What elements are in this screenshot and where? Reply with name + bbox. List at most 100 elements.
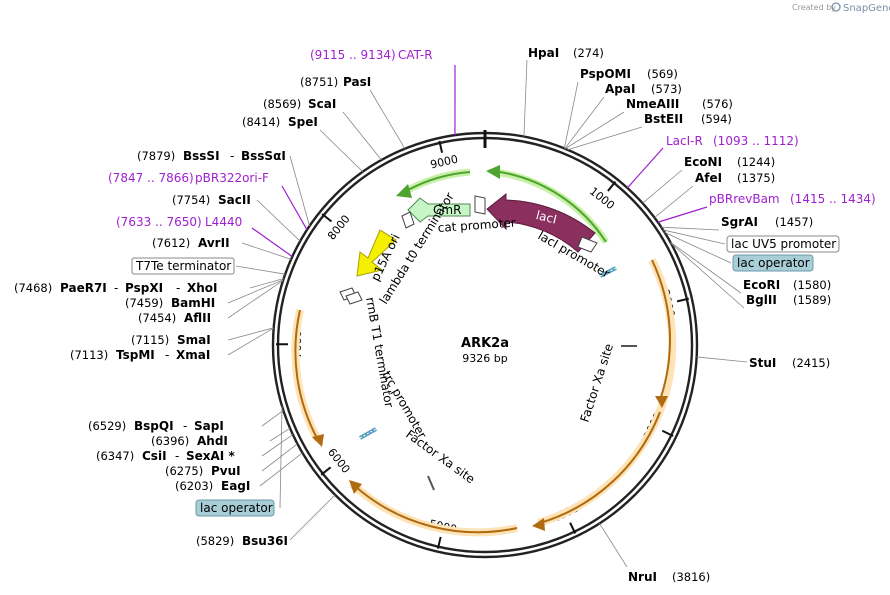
site-pspOMI: PspOMI [580, 67, 631, 81]
leader-line-20 [269, 427, 291, 442]
site-scaI: ScaI [308, 97, 336, 111]
site-ecoRI: EcoRI [743, 278, 780, 292]
factor-xa-left-mark [427, 475, 435, 491]
site-pasI: PasI [343, 75, 371, 89]
site-paeR7I-sep: - [114, 281, 118, 295]
site-bglII: BglII [746, 293, 777, 307]
orange-arc-left-arrow-icon [312, 434, 324, 447]
site-stuI-pos: (2415) [792, 356, 830, 370]
factor-xa-right-label: Factor Xa site [578, 342, 617, 424]
leader-line-12 [670, 241, 742, 294]
site-ecoNI-pos: (1244) [737, 155, 775, 169]
primer-catR-range: (9115 .. 9134) [310, 48, 396, 62]
site-sapI: SapI [194, 419, 224, 433]
lacI-label: lacI [535, 208, 559, 227]
site-ecoRI-pos: (1580) [793, 278, 831, 292]
site-pspOMI-pos: (569) [647, 67, 678, 81]
site-bssSI-pos: (7879) [137, 149, 175, 163]
site-smaI: SmaI [177, 333, 211, 347]
leader-line-5 [626, 147, 664, 189]
leader-line-17 [259, 452, 303, 487]
site-pvuI-pos: (6275) [165, 464, 203, 478]
site-tspMI-sep: - [165, 348, 169, 362]
site-apaI-pos: (573) [651, 82, 682, 96]
leader-line-31 [256, 199, 301, 242]
leader-line-14 [696, 356, 748, 363]
site-sgrAI-pos: (1457) [775, 215, 813, 229]
tick-mark-9000 [438, 140, 444, 153]
orange-arc-left [294, 309, 319, 441]
site-hpaI-pos: (274) [573, 46, 604, 60]
site-afeI: AfeI [695, 171, 722, 185]
site-leader-lines [227, 59, 748, 568]
site-avrII-pos: (7612) [152, 236, 190, 250]
site-stuI: StuI [749, 356, 776, 370]
orange-arc-right-arrow-icon [655, 396, 668, 408]
orange-arc-right-glow [536, 258, 677, 527]
leader-line-22 [279, 406, 283, 509]
leader-line-24 [227, 327, 274, 341]
leader-line-2 [564, 96, 605, 149]
site-tspMI: TspMI [116, 348, 155, 362]
site-sacII: SacII [218, 193, 251, 207]
site-ahdI-pos: (6396) [151, 434, 189, 448]
site-paeR7I: PaeR7I [60, 281, 107, 295]
tick-mark-2000 [676, 297, 690, 303]
leader-line-26 [227, 279, 284, 304]
site-tspMI-pos: (7113) [70, 348, 108, 362]
leader-line-8 [657, 206, 708, 223]
site-bspQI: BspQI [134, 419, 174, 433]
site-bglII-pos: (1589) [793, 293, 831, 307]
site-aflII-pos: (7454) [138, 311, 176, 325]
site-pspXI-sep: - [176, 281, 180, 295]
leader-line-27 [249, 278, 284, 289]
site-bsu36I-pos: (5829) [196, 534, 234, 548]
leader-line-23 [227, 327, 274, 356]
cmR-label: CmR [433, 203, 461, 217]
site-bstEII-pos: (594) [701, 112, 732, 126]
site-bsu36I: Bsu36I [242, 534, 288, 548]
site-ecoNI: EcoNI [684, 155, 722, 169]
site-bssSI-alt: BssSαI [241, 149, 286, 163]
site-scaI-pos: (8569) [263, 97, 301, 111]
orange-arc-left-glow [291, 309, 322, 442]
lambda-t0-terminator-icon [401, 211, 415, 229]
lacI-promoter-arrow-icon [486, 165, 500, 179]
primer-l4440-name: L4440 [205, 215, 242, 229]
primer-lacIR-name: LacI-R [666, 134, 703, 148]
t7te-terminator-icon [345, 291, 363, 305]
primer-pBRrevBam-name: pBRrevBam [709, 192, 780, 206]
lac-operator-left-box [195, 499, 275, 517]
tick-mark-8000 [321, 213, 333, 223]
site-apaI: ApaI [605, 82, 635, 96]
leader-line-15 [599, 523, 628, 568]
orange-arc-bottom-glow [349, 481, 518, 537]
site-speI: SpeI [288, 115, 318, 129]
primer-catR-name: CAT-R [398, 48, 433, 62]
tick-label-9000: 9000 [429, 153, 459, 172]
tick-label-1000: 1000 [587, 185, 617, 213]
leader-line-34 [319, 129, 364, 173]
cat-promoter-label: cat promoter [437, 216, 516, 235]
site-xhoI: XhoI [187, 281, 218, 295]
leader-line-3 [565, 111, 625, 150]
plasmid-length: 9326 bp [462, 352, 507, 365]
primer-pBR322oriF-name: pBR322ori-F [195, 171, 269, 185]
orange-arc-lower-left-arrow-icon [349, 480, 362, 494]
site-csiI-pos: (6347) [96, 449, 134, 463]
site-bstEII: BstEII [644, 112, 683, 126]
leader-line-18 [261, 443, 298, 472]
site-nruI: NruI [628, 570, 657, 584]
leader-line-11 [664, 231, 732, 264]
lac-operator-right-box [732, 254, 814, 272]
lac-uv5-promoter-box [726, 235, 840, 253]
lacI-promoter-arc [499, 171, 607, 243]
tick-label-6000: 6000 [325, 446, 353, 476]
site-eagI-pos: (6203) [175, 479, 213, 493]
leader-line-16 [289, 494, 336, 541]
site-pasI-pos: (8751) [300, 75, 338, 89]
tick-mark-1000 [607, 181, 617, 192]
leader-line-0 [523, 59, 528, 137]
site-xmaI: XmaI [176, 348, 210, 362]
